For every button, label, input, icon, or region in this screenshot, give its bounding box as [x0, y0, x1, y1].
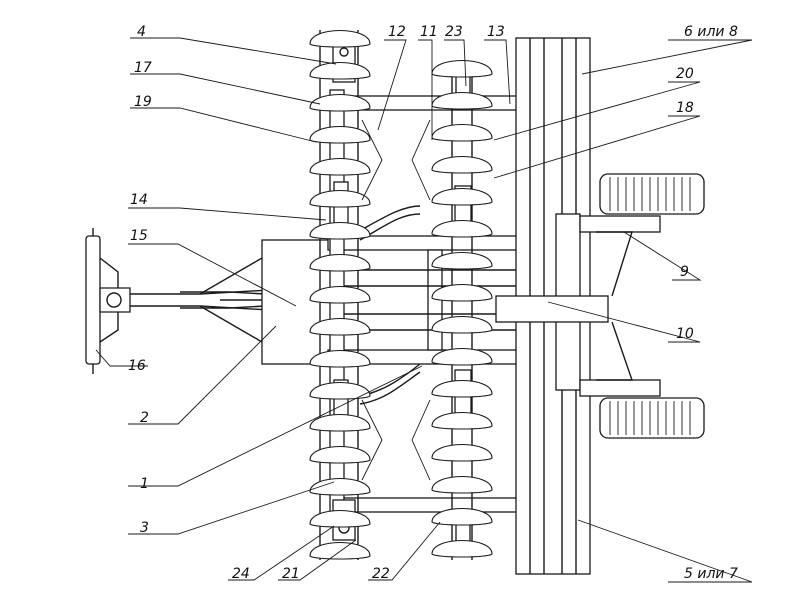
- disc-blade: [309, 477, 371, 496]
- callout-17: 17: [134, 60, 152, 76]
- disc-blade: [431, 155, 493, 174]
- disc-blade: [309, 125, 371, 144]
- disc-blade: [309, 221, 371, 240]
- callout-22: 22: [372, 566, 390, 582]
- disc-blade: [309, 285, 371, 304]
- callout-18: 18: [676, 100, 694, 116]
- roller-assembly: [495, 37, 661, 575]
- transport-wheels: [599, 173, 705, 439]
- callout-12: 12: [388, 24, 406, 40]
- callout-2: 2: [140, 410, 149, 426]
- leader-lines: [95, 37, 753, 583]
- disc-blade: [431, 539, 493, 558]
- disc-blade: [431, 507, 493, 526]
- callout-9: 9: [680, 264, 689, 280]
- disc-blade: [309, 29, 371, 48]
- callout-16: 16: [128, 358, 146, 374]
- front-discs: [309, 29, 371, 560]
- diagonal-braces: [361, 119, 431, 481]
- disc-blade: [431, 475, 493, 494]
- callout-13: 13: [487, 24, 505, 40]
- disc-blade: [431, 91, 493, 110]
- callout-19: 19: [134, 94, 152, 110]
- disc-blade: [431, 123, 493, 142]
- callout-labels: 4 17 19 14 15 16 2 1 3 24 21 22 12 11 23…: [128, 24, 738, 582]
- callout-23: 23: [445, 24, 463, 40]
- callout-6-or-8: 6 или 8: [684, 24, 738, 40]
- disc-blade: [431, 251, 493, 270]
- callout-21: 21: [282, 566, 300, 582]
- callout-14: 14: [130, 192, 148, 208]
- disc-blade: [309, 61, 371, 80]
- callout-24: 24: [232, 566, 250, 582]
- disc-blade: [431, 59, 493, 78]
- disc-blade: [309, 317, 371, 336]
- disc-blade: [309, 189, 371, 208]
- disc-blade: [431, 283, 493, 302]
- callout-15: 15: [130, 228, 148, 244]
- tire-tread: [609, 177, 691, 435]
- disc-blade: [431, 187, 493, 206]
- disc-blade: [309, 349, 371, 368]
- rear-discs: [431, 59, 493, 558]
- disc-blade: [431, 443, 493, 462]
- disc-blade: [309, 413, 371, 432]
- disc-blade: [309, 509, 371, 528]
- disc-blade: [431, 411, 493, 430]
- callout-1: 1: [140, 476, 149, 492]
- disc-blade: [309, 541, 371, 560]
- callout-10: 10: [676, 326, 694, 342]
- callout-5-or-7: 5 или 7: [684, 566, 738, 582]
- callout-20: 20: [676, 66, 694, 82]
- disc-blade: [431, 347, 493, 366]
- disc-blade: [309, 445, 371, 464]
- disc-blade: [309, 93, 371, 112]
- callout-3: 3: [140, 520, 149, 536]
- disc-blade: [309, 381, 371, 400]
- disc-blade: [431, 379, 493, 398]
- disc-blade: [309, 253, 371, 272]
- disc-blade: [431, 315, 493, 334]
- disc-blade: [309, 157, 371, 176]
- callout-4: 4: [137, 24, 146, 40]
- callout-11: 11: [420, 24, 438, 40]
- disc-blade: [431, 219, 493, 238]
